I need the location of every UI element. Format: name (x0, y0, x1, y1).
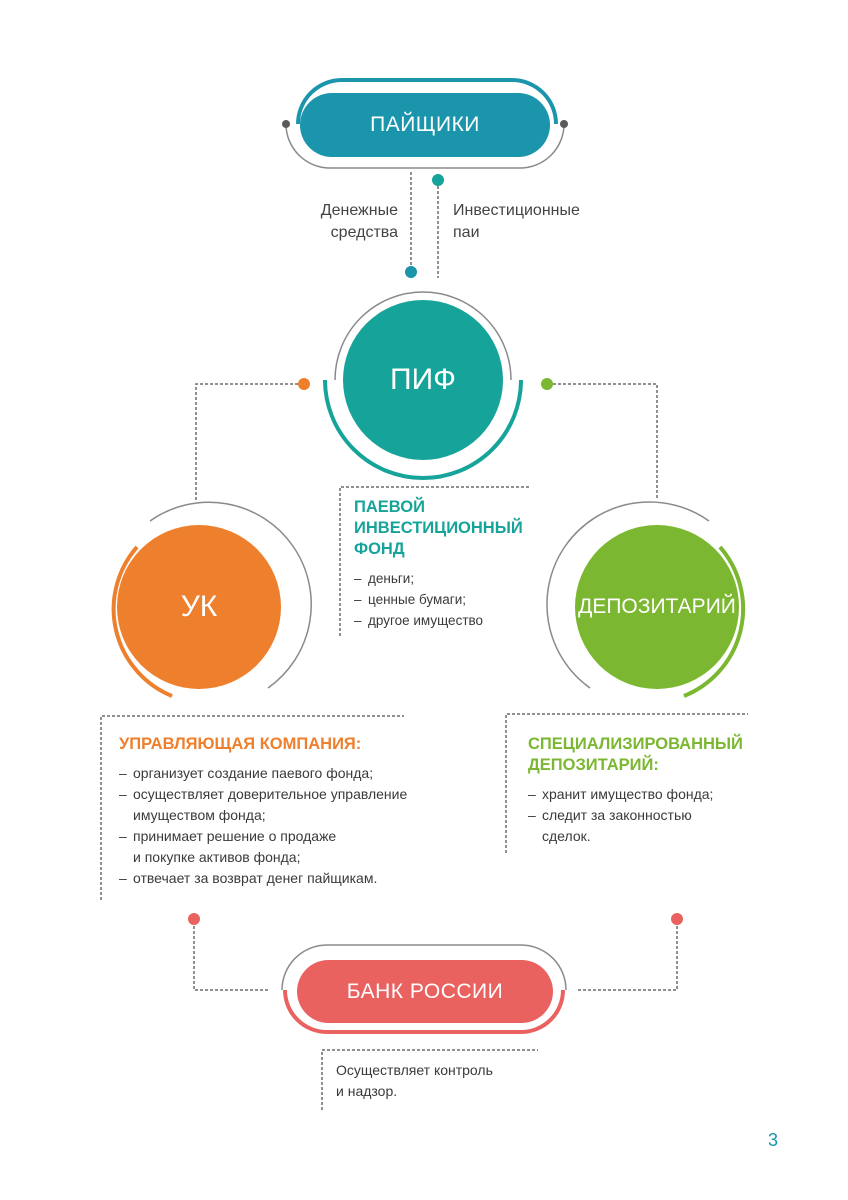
list-item: ценные бумаги; (354, 589, 534, 610)
money-flow-dot (405, 266, 417, 278)
units-flow-dot (432, 174, 444, 186)
bank-dep-connector (578, 926, 678, 991)
bank-dep-dot (671, 913, 683, 925)
depositary-info-box: СПЕЦИАЛИЗИРОВАННЫЙ ДЕПОЗИТАРИЙ: хранит и… (528, 734, 748, 847)
list-item: отвечает за возврат денег пайщикам. (119, 868, 419, 889)
dep-box-list: хранит имущество фонда; следит за законн… (528, 784, 748, 847)
shareholders-dot-left (282, 120, 290, 128)
bank-uk-connector (193, 926, 268, 991)
fund-dep-connector (553, 383, 658, 500)
dep-ring-left (546, 501, 710, 689)
fund-node: ПИФ (343, 300, 503, 460)
dep-box-bracket (505, 713, 748, 853)
bank-ring-top (281, 944, 567, 991)
shareholders-label: ПАЙЩИКИ (370, 113, 480, 136)
fund-ring-top (334, 291, 512, 381)
fund-uk-dot (298, 378, 310, 390)
uk-box-bracket (100, 715, 404, 900)
management-company-node: УК (117, 525, 281, 689)
uk-ring-right (149, 501, 312, 689)
bank-ring-bottom (283, 989, 565, 1034)
central-bank-label: БАНК РОССИИ (346, 979, 504, 1003)
units-flow-label: Инвестиционные паи (453, 202, 580, 241)
fund-box-title: ПАЕВОЙ ИНВЕСТИЦИОННЫЙ ФОНД (354, 498, 523, 558)
list-item: хранит имущество фонда; (528, 784, 748, 805)
list-item: деньги; (354, 568, 534, 589)
shareholders-dot-right (560, 120, 568, 128)
list-item: осуществляет доверительное управление им… (119, 784, 419, 826)
bank-info-box: Осуществляет контроль и надзор. (336, 1062, 493, 1099)
central-bank-node: БАНК РОССИИ (297, 960, 553, 1023)
uk-box-list: организует создание паевого фонда; осуще… (119, 763, 419, 889)
shareholders-ring-bottom (285, 123, 565, 169)
fund-box-bracket (339, 486, 530, 636)
list-item: организует создание паевого фонда; (119, 763, 419, 784)
list-item: следит за законностью сделок. (528, 805, 748, 847)
shareholders-ring-top (296, 78, 558, 125)
dep-ring-right (683, 545, 746, 698)
dep-box-title: СПЕЦИАЛИЗИРОВАННЫЙ ДЕПОЗИТАРИЙ: (528, 735, 743, 774)
management-company-label: УК (180, 590, 218, 623)
list-item: другое имущество (354, 610, 534, 631)
depositary-label: ДЕПОЗИТАРИЙ (578, 595, 736, 618)
fund-box-list: деньги; ценные бумаги; другое имущество (354, 568, 534, 631)
fund-uk-connector (195, 383, 298, 500)
fund-info-box: ПАЕВОЙ ИНВЕСТИЦИОННЫЙ ФОНД деньги; ценны… (354, 497, 534, 631)
money-flow-label: Денежные средства (320, 202, 398, 241)
depositary-node: ДЕПОЗИТАРИЙ (575, 525, 739, 689)
uk-info-box: УПРАВЛЯЮЩАЯ КОМПАНИЯ: организует создани… (119, 734, 419, 889)
fund-ring-bottom (323, 379, 523, 480)
fund-dep-dot (541, 378, 553, 390)
fund-label: ПИФ (390, 363, 456, 396)
shareholders-node: ПАЙЩИКИ (300, 93, 550, 157)
uk-box-title: УПРАВЛЯЮЩАЯ КОМПАНИЯ: (119, 735, 362, 753)
list-item: принимает решение о продаже и покупке ак… (119, 826, 419, 868)
bank-uk-dot (188, 913, 200, 925)
page-number: 3 (767, 1130, 778, 1150)
uk-ring-left (111, 545, 173, 698)
bank-box-bracket (321, 1049, 538, 1110)
